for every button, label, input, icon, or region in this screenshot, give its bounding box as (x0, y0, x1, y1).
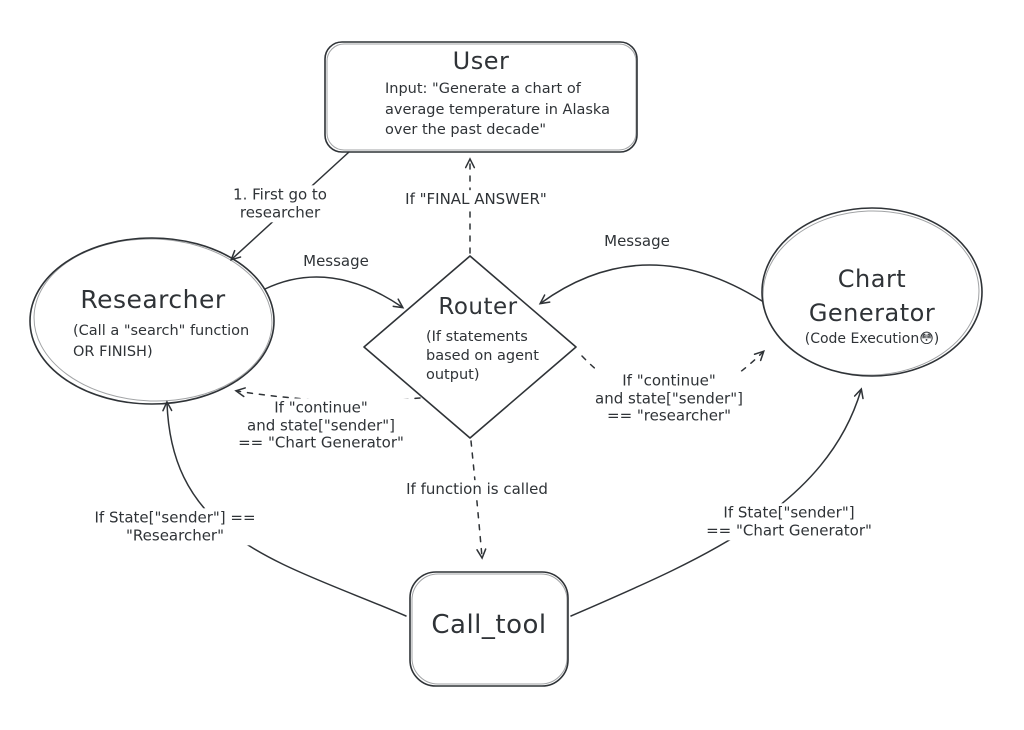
edge-label-function-called: If function is called (400, 480, 554, 500)
edge-label-message-left: Message (297, 252, 375, 272)
call-tool-node-shape (409, 571, 569, 687)
user-node-shape (324, 41, 638, 153)
call-tool-node-title: Call_tool (431, 610, 547, 640)
edge-label-continue-chart-generator: If "continue" and state["sender"] == "Ch… (232, 398, 410, 454)
researcher-node-title: Researcher (80, 285, 226, 314)
router-node-title: Router (438, 294, 518, 320)
user-node-title: User (452, 47, 510, 75)
router-node-body: (If statements based on agent output) (426, 329, 539, 383)
edge-label-continue-researcher: If "continue" and state["sender"] == "re… (589, 371, 749, 427)
edge-researcher-to-router (264, 276, 405, 309)
edge-label-sender-chart-generator: If State["sender"] == "Chart Generator" (700, 503, 878, 541)
researcher-node-shape (29, 237, 275, 405)
call-tool-node-shape-sketch (411, 573, 568, 685)
user-node-body: Input: "Generate a chart of average temp… (385, 81, 610, 139)
edge-chart-generator-to-router (538, 264, 763, 305)
edge-label-first-go-to-researcher: 1. First go to researcher (227, 185, 333, 223)
chart-generator-node-body: (Code Execution😳) (804, 331, 940, 347)
chart-generator-node-shape-sketch (762, 210, 980, 376)
edge-label-sender-researcher: If State["sender"] == "Researcher" (88, 508, 262, 546)
researcher-node-body: (Call a "search" function OR FINISH) (73, 323, 250, 360)
edge-label-message-right: Message (598, 232, 676, 252)
edge-router-to-researcher (234, 387, 421, 402)
chart-generator-node-shape (761, 207, 983, 377)
user-node-shape-sketch (326, 43, 637, 151)
researcher-node-shape-sketch (33, 238, 273, 402)
edge-router-to-call-tool (470, 440, 487, 560)
chart-generator-node-title: Chart Generator (808, 265, 936, 328)
router-node-shape (363, 255, 577, 439)
edge-label-final-answer: If "FINAL ANSWER" (399, 190, 553, 210)
